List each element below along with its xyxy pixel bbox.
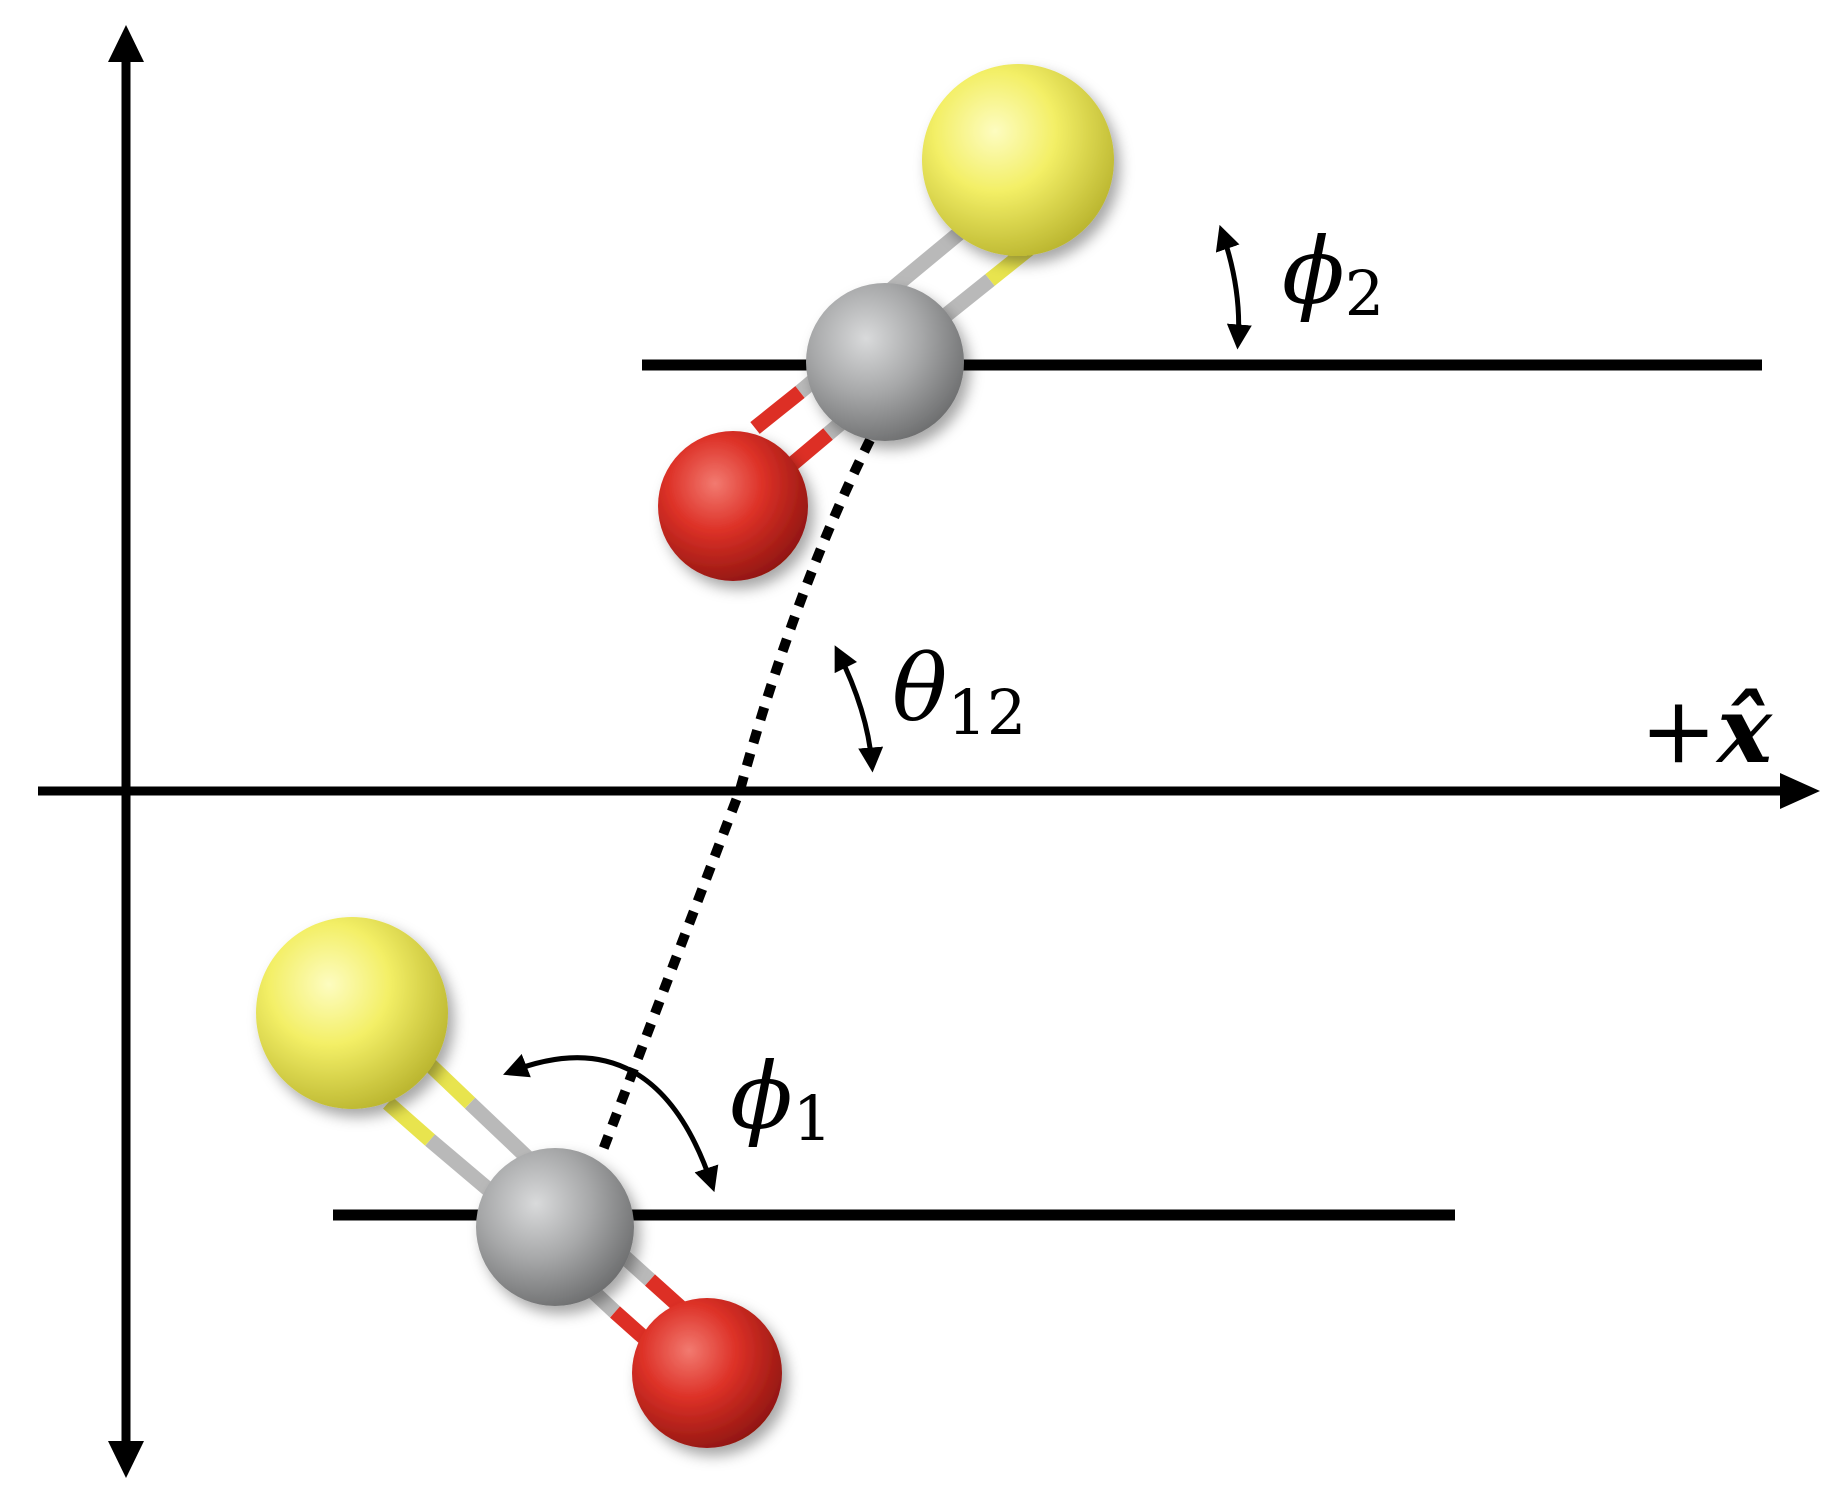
phi1-subscript: 1 bbox=[793, 1082, 832, 1155]
intermolecular-dotted-line bbox=[598, 437, 875, 1152]
upper-sulfur-atom bbox=[922, 64, 1114, 256]
lower-oxygen-atom bbox=[632, 1298, 782, 1448]
upper-oxygen-atom bbox=[658, 431, 808, 581]
theta12-angle-arrow bbox=[834, 645, 884, 773]
lower-sulfur-atom bbox=[256, 917, 448, 1109]
x-axis-label: +x̂ bbox=[1640, 676, 1773, 784]
x-axis-label-sign: + bbox=[1640, 677, 1717, 784]
phi1-symbol: ϕ bbox=[730, 1043, 793, 1150]
x-axis-arrowhead bbox=[1780, 773, 1820, 809]
phi1-angle-arrow bbox=[503, 1053, 719, 1193]
vertical-axis-bottom-arrowhead bbox=[108, 1441, 144, 1478]
phi1-label: ϕ1 bbox=[730, 1043, 832, 1155]
phi2-label: ϕ2 bbox=[1282, 218, 1384, 330]
upper-molecule bbox=[658, 64, 1114, 581]
theta12-symbol: θ bbox=[892, 635, 947, 742]
theta12-label: θ12 bbox=[892, 635, 1026, 749]
theta12-subscript: 12 bbox=[947, 676, 1026, 749]
vertical-axis-top-arrowhead bbox=[108, 25, 144, 62]
vertical-axis bbox=[108, 25, 144, 1478]
x-axis bbox=[38, 773, 1820, 809]
phi2-angle-arrow bbox=[1215, 224, 1252, 350]
phi2-subscript: 2 bbox=[1345, 257, 1384, 330]
upper-carbon-atom bbox=[806, 283, 964, 441]
x-axis-label-symbol: x̂ bbox=[1715, 676, 1773, 784]
phi2-symbol: ϕ bbox=[1282, 218, 1345, 325]
lower-carbon-atom bbox=[476, 1148, 634, 1306]
lower-molecule bbox=[256, 917, 782, 1448]
